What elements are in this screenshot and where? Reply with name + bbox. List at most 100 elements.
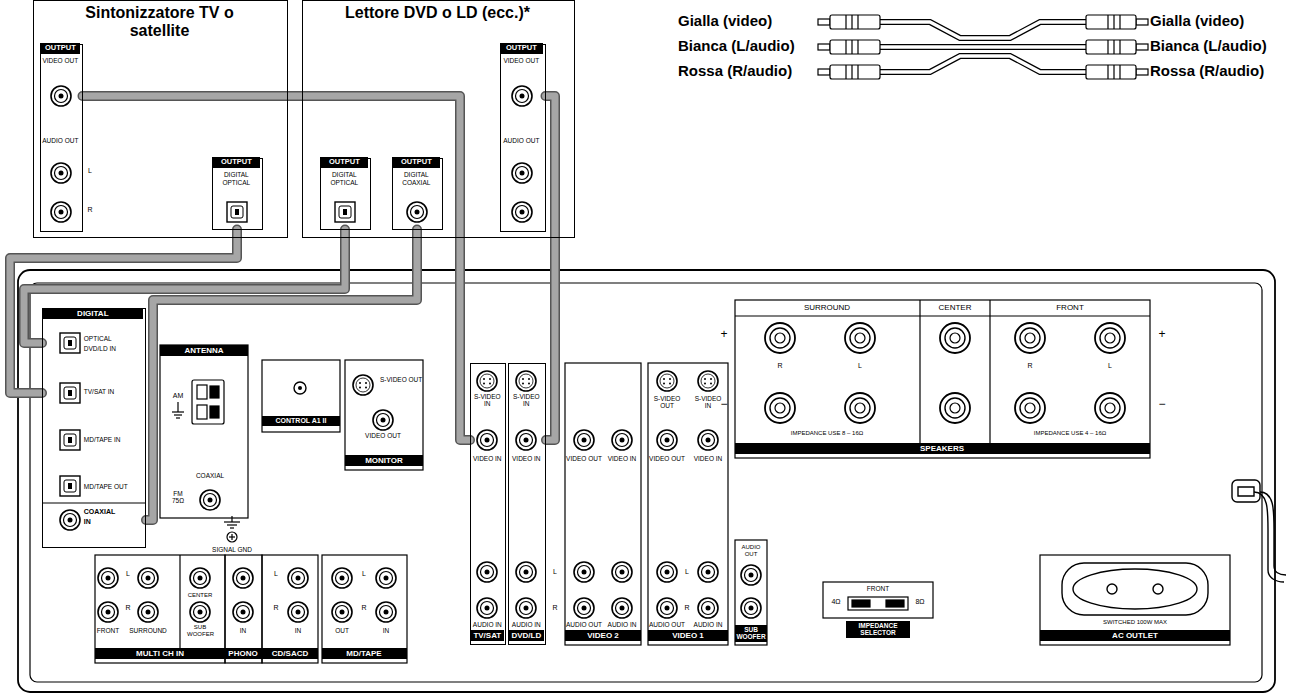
jack-part xyxy=(204,494,217,507)
jack-part xyxy=(657,562,677,582)
jack-label: MD/TAPE IN xyxy=(84,436,121,443)
device-box: Lettore DVD o LD (ecc.)*OUTPUTDIGITAL OP… xyxy=(302,0,575,238)
jack-part xyxy=(102,572,115,585)
jack-part xyxy=(620,570,625,575)
jack-part xyxy=(945,398,965,418)
jack-part xyxy=(485,438,490,443)
cable-wire xyxy=(880,56,1086,72)
jack xyxy=(376,568,396,588)
jack-part xyxy=(332,568,352,588)
panel-outline xyxy=(179,555,180,648)
jack-part xyxy=(489,378,491,380)
jack xyxy=(1015,323,1045,353)
jack-part xyxy=(706,438,711,443)
panel-label: VIDEO IN xyxy=(608,455,637,462)
panel-label: L xyxy=(1108,362,1112,370)
cable-wire xyxy=(880,44,1086,50)
ground-symbol xyxy=(231,534,232,540)
jack-part xyxy=(516,562,536,582)
panel-label: R xyxy=(1027,362,1032,370)
jack-part xyxy=(512,163,532,183)
jack-part xyxy=(477,562,497,582)
jack-part xyxy=(60,383,80,403)
jack xyxy=(60,383,80,403)
jack-part xyxy=(701,374,715,388)
panel-label: R xyxy=(125,604,130,612)
jack-part xyxy=(294,382,306,394)
panel-header: SUB WOOFER xyxy=(735,625,767,642)
jack-part xyxy=(1105,403,1115,413)
power-cord xyxy=(1238,487,1254,496)
panel-outline xyxy=(1040,555,1230,645)
jack-part xyxy=(775,403,785,413)
jack-label: AUDIO IN xyxy=(509,621,544,628)
jack-part xyxy=(657,371,677,391)
jack xyxy=(477,371,497,391)
panel-header: ANTENNA xyxy=(160,345,248,356)
jack-part xyxy=(512,202,532,222)
jack-part xyxy=(710,378,712,380)
panel-label: AM xyxy=(173,392,184,400)
jack-part xyxy=(940,393,970,423)
jack-part xyxy=(415,210,420,215)
jack-part xyxy=(481,602,494,615)
panel-header: CD/SACD xyxy=(262,648,318,659)
jack-part xyxy=(574,598,594,618)
jack-part xyxy=(64,514,77,527)
cable-color-label: Rossa (R/audio) xyxy=(1150,62,1264,79)
jack-part xyxy=(574,430,594,450)
jack-part xyxy=(612,430,632,450)
jack-panel: OUTPUTVIDEO OUTAUDIO OUT xyxy=(40,44,83,232)
jack-part xyxy=(657,430,677,450)
panel-label: CENTER xyxy=(939,303,972,312)
ac-outlet xyxy=(1073,569,1197,609)
power-cord xyxy=(1232,480,1260,502)
jack-label: DIGITAL COAXIAL xyxy=(393,171,439,186)
am-terminal xyxy=(174,414,182,415)
panel-outline xyxy=(42,300,1230,663)
jack xyxy=(516,598,536,618)
jack-part xyxy=(749,606,754,611)
jack-part xyxy=(665,570,670,575)
jack xyxy=(233,568,253,588)
av-cable xyxy=(546,96,556,440)
panel-label: VIDEO OUT xyxy=(566,455,602,462)
jack-part xyxy=(200,490,220,510)
jack-part xyxy=(706,570,711,575)
jack xyxy=(845,323,875,353)
ground-symbol xyxy=(231,516,232,522)
jack-part xyxy=(142,572,155,585)
jack-part xyxy=(660,374,674,388)
jack xyxy=(190,568,210,588)
jack-label: TV/SAT xyxy=(471,630,504,641)
jack-part xyxy=(376,568,396,588)
rca-plug xyxy=(1086,15,1136,29)
jack-part xyxy=(376,602,396,622)
jack-part xyxy=(336,606,349,619)
jack-part xyxy=(698,430,718,450)
jack-part xyxy=(237,606,250,619)
jack-part xyxy=(377,414,390,427)
jack-part xyxy=(241,576,246,581)
panel-label: AUDIO OUT xyxy=(566,621,602,628)
jack-part xyxy=(657,598,677,618)
jack xyxy=(190,602,210,622)
jack xyxy=(574,598,594,618)
jack-panel: OUTPUTDIGITAL OPTICAL xyxy=(320,158,371,230)
panel-label: S-VIDEO OUT xyxy=(650,395,684,410)
panel-outline xyxy=(735,540,767,645)
jack-part xyxy=(55,167,68,180)
jack xyxy=(612,562,632,582)
panel-label: OUT xyxy=(335,627,349,634)
jack-part xyxy=(98,568,118,588)
panel-outline xyxy=(95,555,225,663)
jack xyxy=(477,598,497,618)
jack xyxy=(227,202,247,222)
jack-part xyxy=(340,576,345,581)
jack-part xyxy=(411,206,424,219)
panel-label: SWITCHED 100W MAX xyxy=(1103,619,1167,626)
jack-part xyxy=(845,393,875,423)
jack-part xyxy=(380,572,393,585)
jack-part xyxy=(298,386,302,390)
